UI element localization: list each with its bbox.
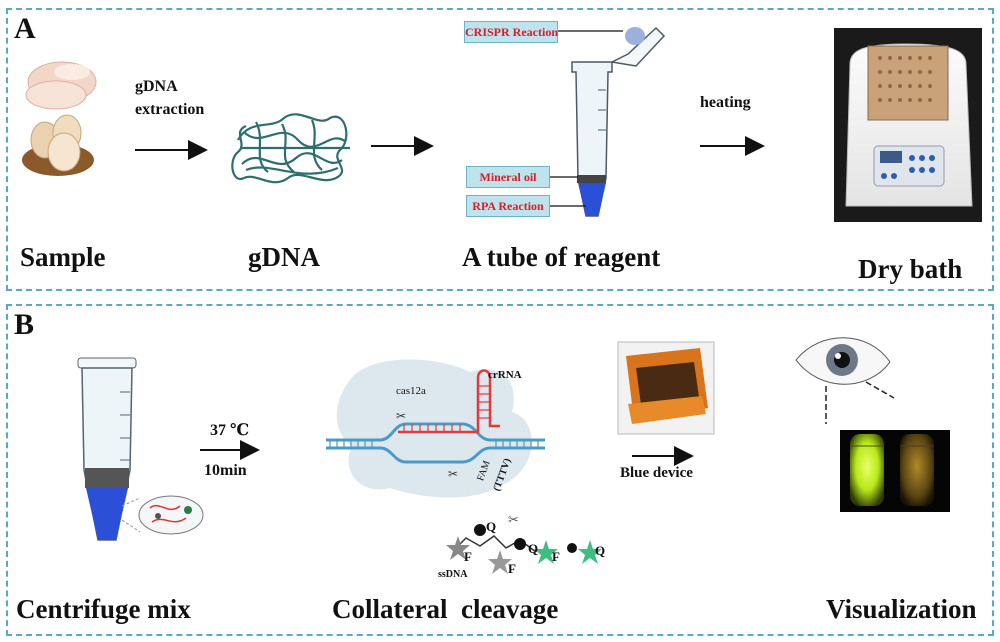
panel-a-frame [6,8,994,291]
cas12a-complex-icon: ✂ ✂ [326,359,545,498]
gdna-extraction-label-line1: gDNA [135,78,178,95]
panel-b-frame [6,304,994,636]
caption-dry-bath: Dry bath [858,254,963,284]
gdna-extraction-label-line2: extraction [135,101,205,118]
blue-device-label: Blue device [620,465,693,481]
sample-block-wells [878,56,932,102]
caption-centrifuge-mix: Centrifuge mix [16,594,191,624]
caption-visualization: Visualization [826,594,977,624]
caption-gdna: gDNA [248,242,320,272]
dry-bath-icon [834,28,982,222]
svg-text:✂: ✂ [448,467,458,481]
cas12a-label: cas12a [396,385,426,397]
ssdna-label: ssDNA [438,569,468,580]
reporter-letter-q1: Q [486,519,497,534]
crispr-reaction-label: CRISPR Reaction [464,21,558,43]
eye-icon [795,337,895,424]
panel-a-letter: A [14,12,36,45]
chicken-breast-icon [25,61,97,110]
centrifuge-tube-icon [77,357,204,541]
svg-text:✂: ✂ [508,512,519,527]
mineral-oil-label: Mineral oil [466,166,550,188]
reporter-letter-f3: F [552,549,560,564]
ssdna-reporters-icon: ✂ [446,512,602,574]
reagent-tube-a-icon [549,26,666,217]
svg-text:✂: ✂ [396,409,406,423]
reporter-letter-q3: Q [595,543,606,558]
reporter-letter-f2: F [508,561,516,576]
reporter-letter-q2: Q [528,541,539,556]
blue-device-photo [617,341,715,435]
caption-tube-of-reagent: A tube of reagent [462,242,661,272]
time-label: 10min [204,462,247,479]
gdna-tangle-icon [231,113,350,184]
temperature-label: 37 ℃ [210,422,250,439]
heating-label: heating [700,94,751,111]
eggs-basket-icon [22,114,94,176]
reporter-letter-f1: F [464,549,472,564]
caption-sample: Sample [20,242,106,272]
panel-b-letter: B [14,308,35,341]
rpa-reaction-label: RPA Reaction [466,195,550,217]
caption-collateral-cleavage: Collateral cleavage [332,594,559,624]
fluorescence-result-photo [840,430,950,512]
crrna-label: crRNA [488,369,522,381]
